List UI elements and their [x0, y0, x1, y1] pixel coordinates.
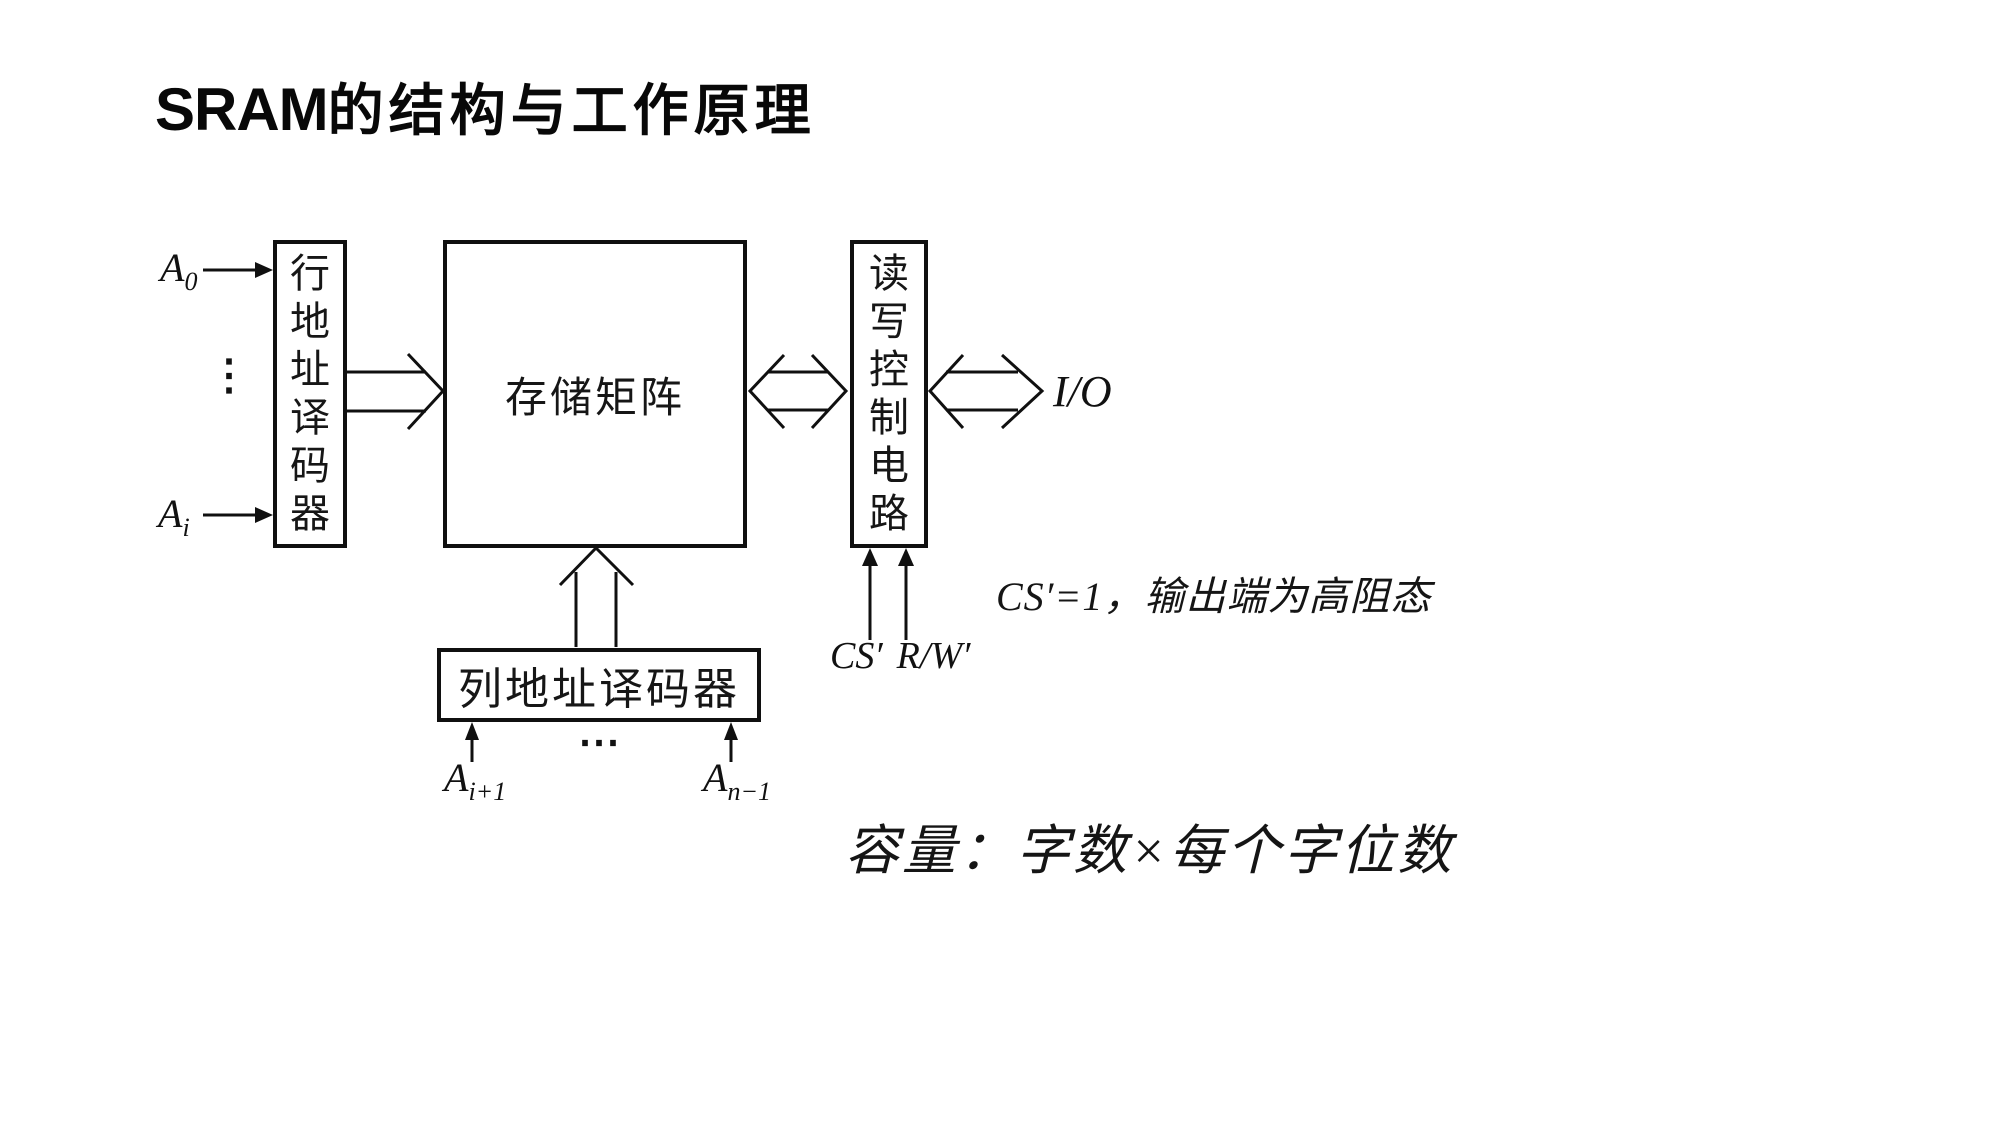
col-decoder-block: 列地址译码器 — [437, 648, 761, 722]
col-decoder-label: 列地址译码器 — [458, 665, 740, 714]
cs-rw-labels: CS′ R/W′ — [830, 634, 970, 678]
ai-arrow — [203, 507, 273, 523]
ai1-arrow — [465, 722, 479, 762]
a0-label: A0 — [160, 245, 198, 296]
an1-arrow — [724, 722, 738, 762]
matrix-label: 存储矩阵 — [504, 375, 685, 422]
a0-arrow — [203, 262, 273, 278]
ai1-label: Ai+1 — [444, 755, 507, 806]
page-title: SRAM的结构与工作原理 — [155, 66, 816, 147]
matrix-block: 存储矩阵 — [443, 240, 747, 548]
rw-label: R/W′ — [896, 635, 971, 677]
row-decoder-block: 行地址译码器 — [273, 240, 347, 548]
rw-control-label: 读写控制电路 — [869, 251, 909, 536]
row-address-ellipsis: ⋮ — [208, 353, 250, 399]
cs-high-z-note: CS′=1，输出端为高阻态 — [996, 574, 1432, 619]
cs-arrow — [862, 548, 878, 640]
page-title-latin: SRAM — [155, 76, 329, 143]
page-title-cjk: 的结构与工作原理 — [327, 79, 816, 142]
rw-arrow — [898, 548, 914, 640]
io-label: I/O — [1053, 367, 1112, 416]
row-decoder-to-matrix-arrow — [347, 352, 446, 431]
an1-label: An−1 — [703, 755, 771, 806]
row-decoder-label: 行地址译码器 — [290, 251, 330, 536]
matrix-rw-double-arrow — [747, 353, 849, 430]
cs-label: CS′ — [830, 635, 883, 677]
rw-control-block: 读写控制电路 — [850, 240, 928, 548]
rw-io-double-arrow — [927, 353, 1045, 430]
capacity-note: 容量：字数×每个字位数 — [845, 821, 1455, 881]
col-address-ellipsis: ⋯ — [578, 720, 620, 766]
ai-label: Ai — [158, 491, 190, 542]
col-decoder-to-matrix-arrow — [558, 545, 635, 647]
